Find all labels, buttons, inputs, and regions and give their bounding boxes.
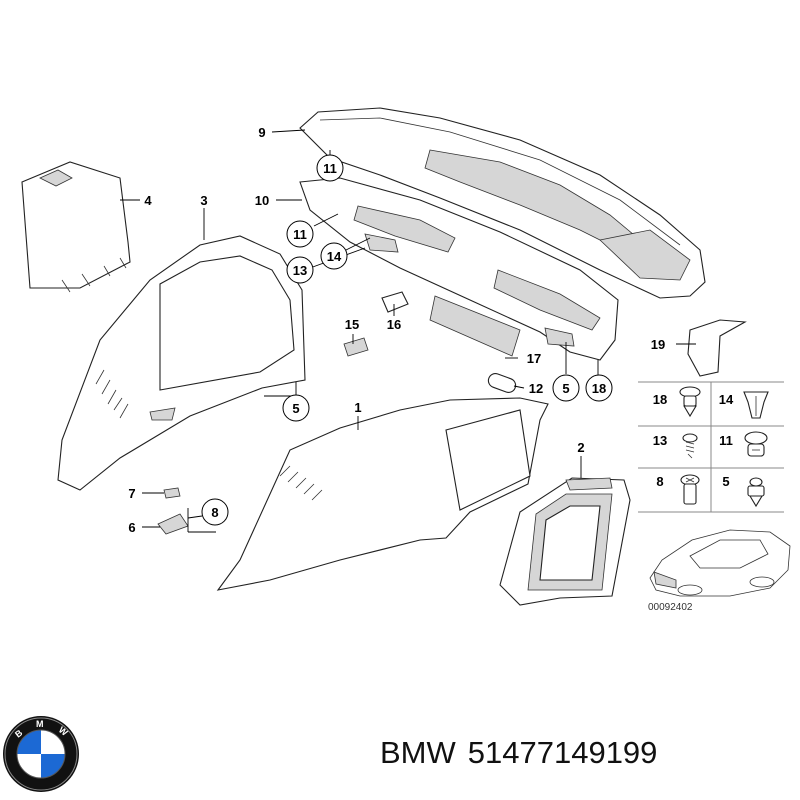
callout-16: 16 [387,317,401,332]
part-19-bracket [687,319,747,377]
part-17-strip [429,295,521,357]
svg-text:M: M [36,719,44,729]
legend-item-11: 11 [719,433,733,448]
push-rivet-5-icon [747,477,765,508]
callout-13-circle [286,256,314,284]
callout-11b-circle [286,220,314,248]
spreader-clip-14-icon [743,391,769,419]
callout-3: 3 [200,193,207,208]
legend-item-13: 13 [653,433,667,448]
part-9-parcel-shelf [299,107,706,299]
callout-15: 15 [345,317,359,332]
callout-18: 18 [592,381,606,396]
callout-7: 7 [128,486,135,501]
callout-11b: 11 [293,227,307,242]
callout-8: 8 [211,505,218,520]
callout-5a-circle [282,394,310,422]
callout-5b: 5 [562,381,569,396]
legend-item-14: 14 [719,392,734,407]
part-6-clip [157,513,189,535]
part-3-side-panel [57,235,306,491]
part-15-clip [343,337,369,357]
callout-5a: 5 [292,401,299,416]
part-16-clip [381,291,409,313]
callouts: 9 11 10 11 14 13 4 3 15 16 17 12 5 18 19… [128,125,665,535]
callout-10: 10 [255,193,269,208]
part-4-cover [21,161,131,293]
callout-19: 19 [651,337,665,352]
part-12-clip [487,373,517,393]
callout-12: 12 [529,381,543,396]
callout-14-circle [320,242,348,270]
callout-14: 14 [327,249,342,264]
fastener-legend: 18 14 13 11 8 5 [638,381,791,613]
legend-item-18: 18 [653,392,667,407]
rivet-11-icon [744,431,768,457]
callout-4: 4 [144,193,152,208]
part-1-trunk-trim [216,397,549,591]
callout-9: 9 [258,125,265,140]
bmw-logo: B M W [3,716,79,792]
callout-8-circle [201,498,229,526]
callout-5b-circle [552,374,580,402]
expansion-rivet-8-icon [680,474,700,505]
callout-18-circle [585,374,613,402]
callout-13: 13 [293,263,307,278]
callout-6: 6 [128,520,135,535]
legend-item-5: 5 [722,474,729,489]
callout-11a: 11 [323,161,337,176]
callout-1: 1 [354,400,361,415]
part-number: 51477149199 [467,735,658,770]
part-7-clip [163,487,181,499]
callout-2: 2 [577,440,584,455]
part-10-shelf-trim [299,177,619,361]
legend-item-8: 8 [656,474,663,489]
callout-11a-circle [316,154,344,182]
reference-code: 00092402 [648,602,693,613]
push-clip-18-icon [679,386,701,418]
screw-13-icon [682,433,698,459]
brand-name: BMW [380,735,456,770]
svg-text:B: B [13,727,25,739]
part-2-frame [499,477,631,606]
callout-17: 17 [527,351,541,366]
car-thumbnail-icon [649,529,791,597]
brand-caption: BMW 51477149199 [380,735,669,771]
